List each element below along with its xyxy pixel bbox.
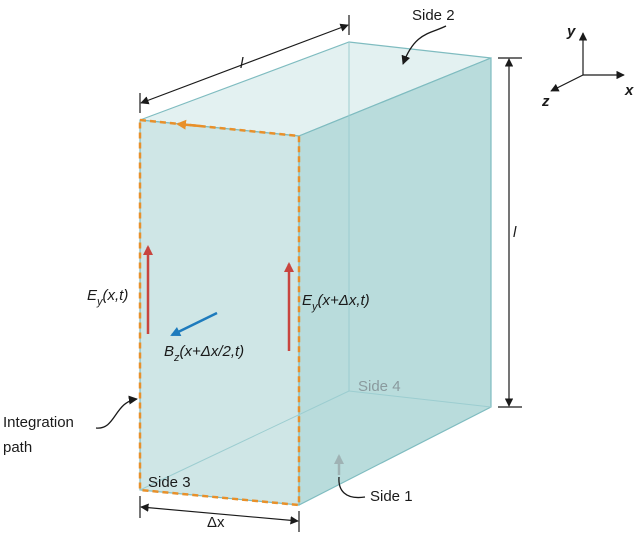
dim-bottom-label: Δx [207,514,225,531]
e-left-sub: y [96,296,104,308]
integration-path-label-line2: path [3,439,32,456]
side2-label: Side 2 [412,7,455,24]
dim-right-label: l [513,224,517,241]
integration-path-arrow [176,119,201,130]
e-right-arg: (x+Δx,t) [318,292,370,309]
e-field-right-label: Ey(x+Δx,t) [302,292,370,313]
b-field-label: Bz(x+Δx/2,t) [164,343,244,364]
b-field-arrow [170,311,218,337]
axis-y-label: y [566,23,576,40]
b-main: B [164,343,174,360]
hidden-edge-bottom-back [348,390,492,408]
integration-path-label-line1: Integration [3,414,74,431]
side1-label: Side 1 [370,488,413,505]
axis-z-label: z [541,93,550,110]
e-right-sub: y [311,301,319,313]
axis-x-label: x [624,82,634,99]
side4-label: Side 4 [358,378,401,395]
box-front-face [139,119,300,506]
integration-path-pointer [95,395,138,429]
e-field-left-label: Ey(x,t) [87,287,128,308]
b-arg: (x+Δx/2,t) [180,343,245,360]
e-right-main: E [302,292,313,309]
side1-pointer [338,476,366,499]
hidden-edge-bottom-left [139,390,350,491]
dim-top-label: l [240,55,244,72]
integration-path [138,118,301,507]
e-left-arg: (x,t) [103,287,129,304]
side2-pointer [401,25,447,65]
side3-label: Side 3 [148,474,191,491]
axes-triad: y x z [541,23,634,110]
box-right-face [298,57,492,506]
dim-top-line [140,23,349,105]
b-sub: z [173,352,180,364]
axis-z [550,74,584,92]
dim-bottom-line [140,503,299,525]
e-left-main: E [87,287,98,304]
